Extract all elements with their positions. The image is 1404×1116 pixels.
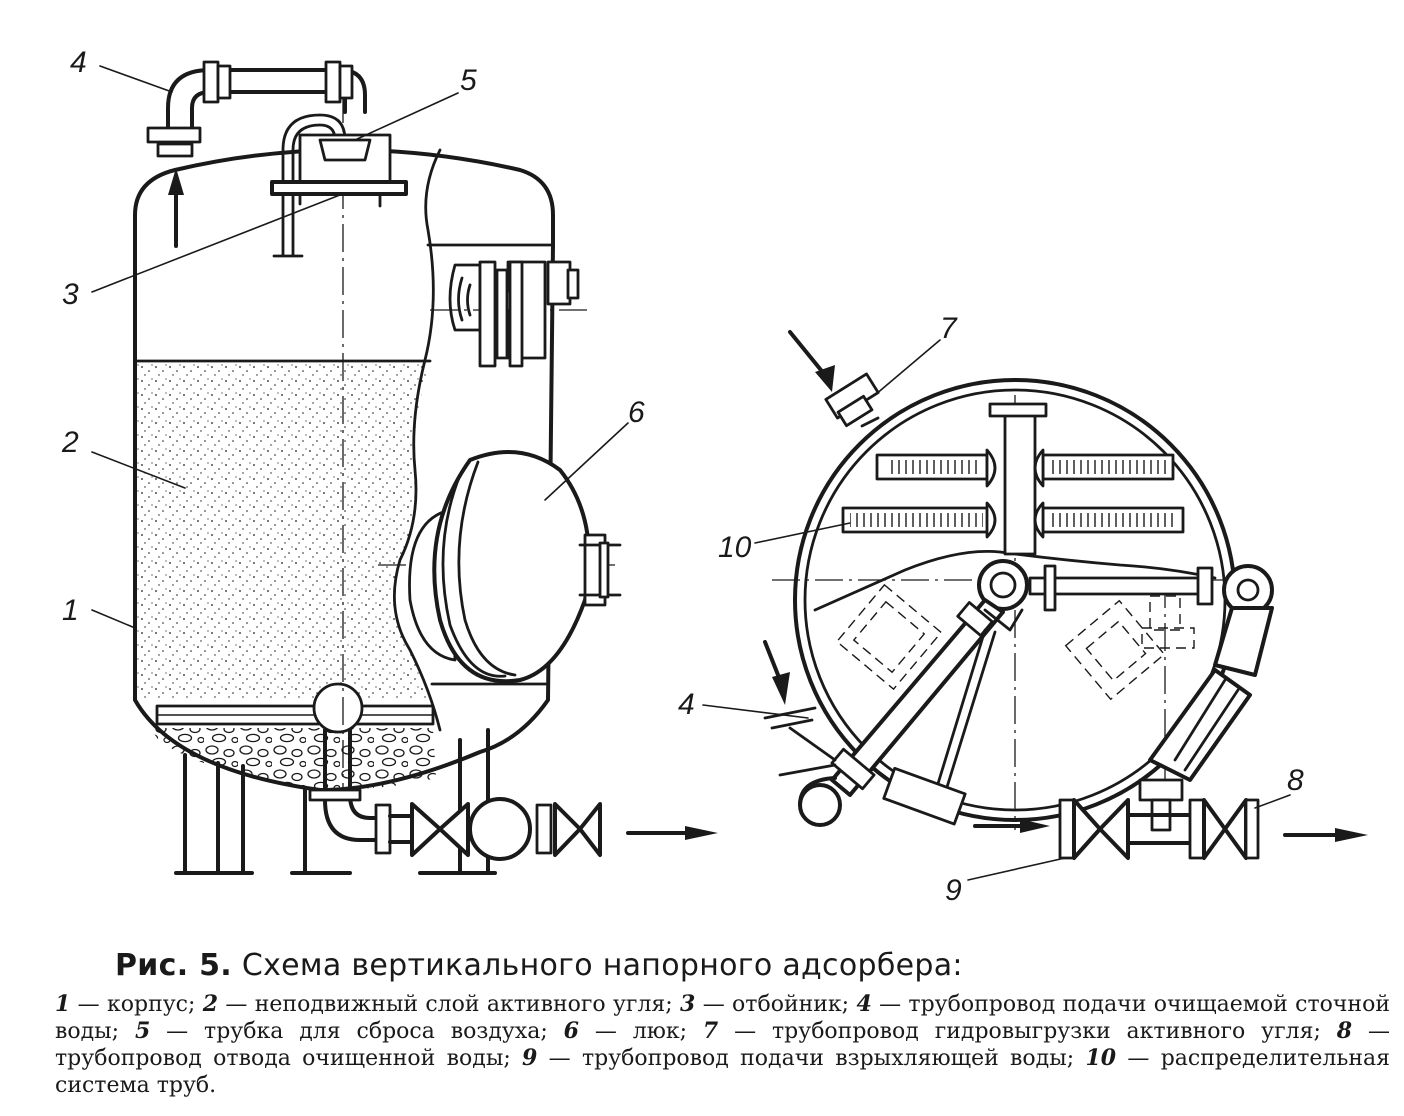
distribution-laterals <box>841 402 1185 556</box>
legend-number: 3 <box>680 991 696 1017</box>
adsorber-plan-view <box>702 330 1368 881</box>
plan-inlet-pipe <box>763 640 837 777</box>
legend-entry: 5 — трубка для сброса воздуха; <box>134 1018 564 1044</box>
activated-carbon-bed <box>137 362 430 700</box>
figure-labels: 4 5 3 2 1 6 7 10 4 8 9 <box>61 46 1304 907</box>
caption-title: Рис. 5. Схема вертикального напорного ад… <box>115 948 1390 983</box>
legend-entry: 2 — неподвижный слой активного угля; <box>202 991 681 1017</box>
legend-entry: 3 — отбойник; <box>680 991 857 1017</box>
legend-text: — трубопровод подачи очищаемой сточной в… <box>55 992 1390 1044</box>
adsorber-diagram: 4 5 3 2 1 6 7 10 4 8 9 <box>61 46 1368 907</box>
legend-text: — трубопровод отвода очищенной воды; <box>55 1019 1390 1071</box>
label-1: 1 <box>62 594 79 627</box>
figure-caption: Рис. 5. Схема вертикального напорного ад… <box>55 948 1390 1099</box>
label-5: 5 <box>460 64 477 97</box>
legend-number: 2 <box>202 991 219 1017</box>
label-6: 6 <box>628 396 645 429</box>
label-4-right: 4 <box>678 688 695 721</box>
legend-entry: 7 — трубопровод гидровыгрузки активного … <box>702 1018 1337 1044</box>
legend-text: — трубопровод подачи взрыхляющей воды; <box>537 1046 1086 1071</box>
label-8: 8 <box>1287 764 1304 797</box>
legend-text: — трубопровод гидровыгрузки активного уг… <box>718 1019 1337 1044</box>
label-2: 2 <box>61 426 79 459</box>
label-4-left: 4 <box>70 46 87 79</box>
caption-legend: 1 — корпус; 2 — неподвижный слой активно… <box>55 991 1390 1099</box>
caption-prefix: Рис. 5. <box>115 948 233 983</box>
legend-number: 9 <box>522 1045 538 1071</box>
legend-text: — отбойник; <box>695 992 857 1017</box>
legend-number: 6 <box>563 1018 579 1044</box>
upper-manhole <box>448 260 580 368</box>
legend-entry: 8 — трубопровод отвода очищенной воды; <box>55 1018 1390 1071</box>
label-10: 10 <box>718 531 752 564</box>
legend-entry: 6 — люк; <box>563 1018 703 1044</box>
hydro-unloading-pipe <box>788 330 880 428</box>
legend-number: 7 <box>702 1018 719 1044</box>
legend-number: 8 <box>1336 1018 1353 1044</box>
bottom-outlet-pipe <box>308 728 718 861</box>
carbon-surface-line <box>813 550 1217 612</box>
gravel-support-layer <box>150 728 436 790</box>
legend-number: 10 <box>1085 1045 1117 1071</box>
legend-text: — корпус; <box>70 992 203 1017</box>
legend-entry: 9 — трубопровод подачи взрыхляющей воды; <box>522 1045 1086 1071</box>
legend-text: — распределительная система труб. <box>55 1046 1390 1098</box>
legend-number: 1 <box>55 991 71 1017</box>
hidden-fittings <box>835 583 1195 701</box>
legend-entry: 4 — трубопровод подачи очищаемой сточной… <box>55 991 1390 1044</box>
legend-number: 5 <box>134 1018 151 1044</box>
inlet-pipe <box>146 60 367 158</box>
label-3: 3 <box>62 278 79 311</box>
air-vent-and-deflector <box>270 113 408 258</box>
label-9: 9 <box>945 874 962 907</box>
legend-number: 4 <box>856 991 872 1017</box>
legend-entry: 10 — распределительная система труб. <box>55 1045 1390 1098</box>
manhole-hatch <box>408 450 622 684</box>
bottom-hub <box>312 682 364 734</box>
caption-title-text: Схема вертикального напорного адсорбера: <box>241 948 963 983</box>
vertical-adsorber-side-view <box>91 60 718 875</box>
label-7: 7 <box>940 312 958 345</box>
legend-entry: 1 — корпус; <box>55 991 203 1017</box>
bottom-pipeline <box>973 798 1368 860</box>
legend-text: — трубка для сброса воздуха; <box>150 1019 564 1044</box>
legend-text: — неподвижный слой активного угля; <box>218 992 681 1017</box>
legend-text: — люк; <box>578 1019 703 1044</box>
central-hub-and-riser <box>798 559 1274 827</box>
